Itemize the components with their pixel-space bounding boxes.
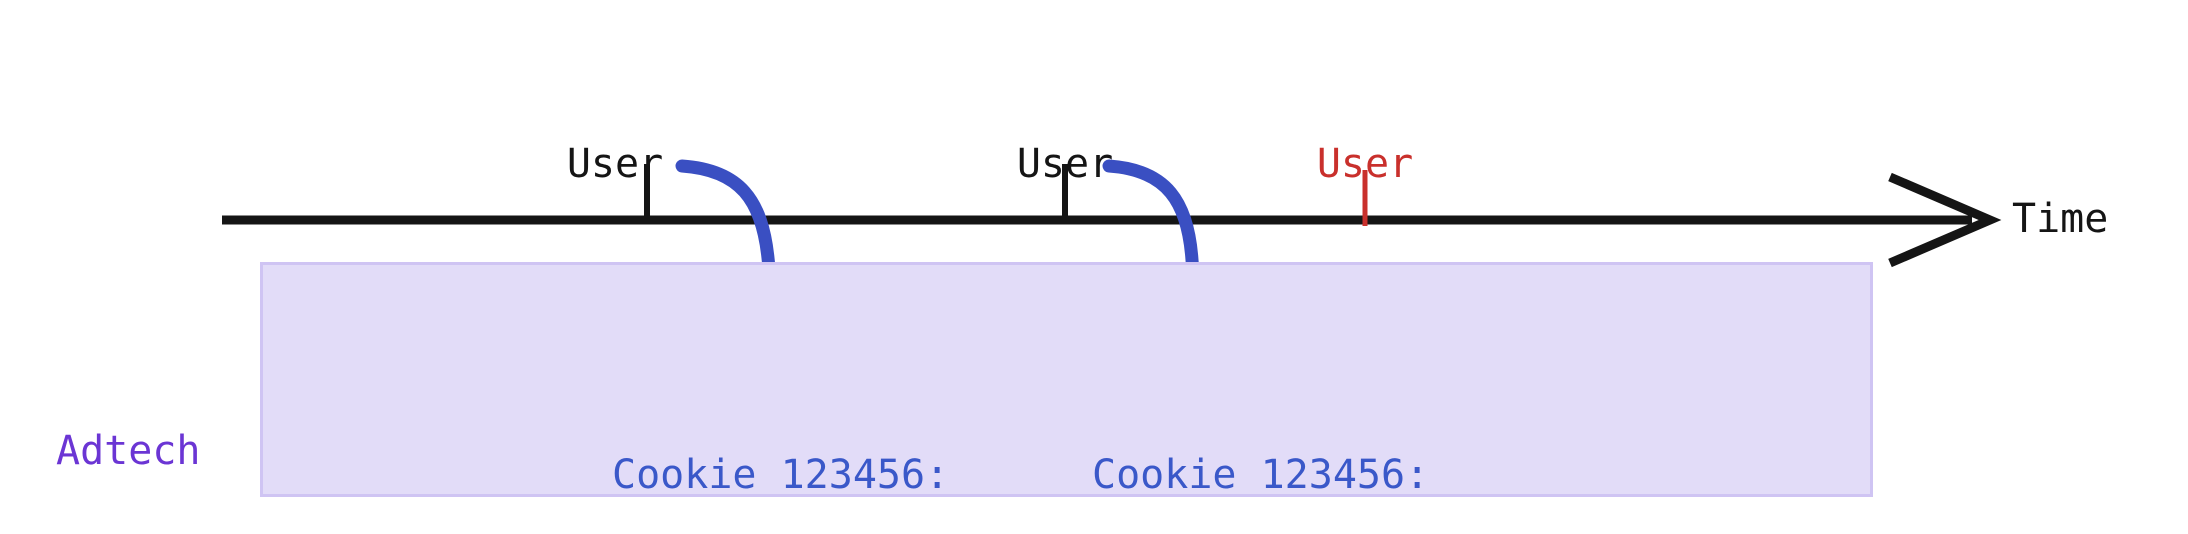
log-entry-converted-line1: Cookie 123456: (1092, 452, 1430, 498)
log-entry-ad-clicked-line1: Cookie 123456: (612, 452, 950, 498)
curved-arrow-conversion (1102, 159, 1205, 337)
time-axis-label: Time (2012, 196, 2109, 242)
curved-arrow-ad-click (675, 159, 782, 333)
event-label-ad-click-line1: User (566, 141, 664, 187)
timeline-arrowhead-icon (1888, 172, 2002, 268)
server-lane-label-line1: Adtech (56, 428, 201, 474)
event-label-clear-data-line1: User (1316, 141, 1414, 187)
event-label-conversion-line1: User (1016, 141, 1114, 187)
log-entry-ad-clicked: Cookie 123456: Ad clicked (612, 345, 949, 534)
server-lane-box (260, 262, 1873, 497)
server-lane-label: Adtech server (56, 326, 236, 534)
log-entry-converted: Cookie 123456: Converted (1092, 345, 1429, 534)
